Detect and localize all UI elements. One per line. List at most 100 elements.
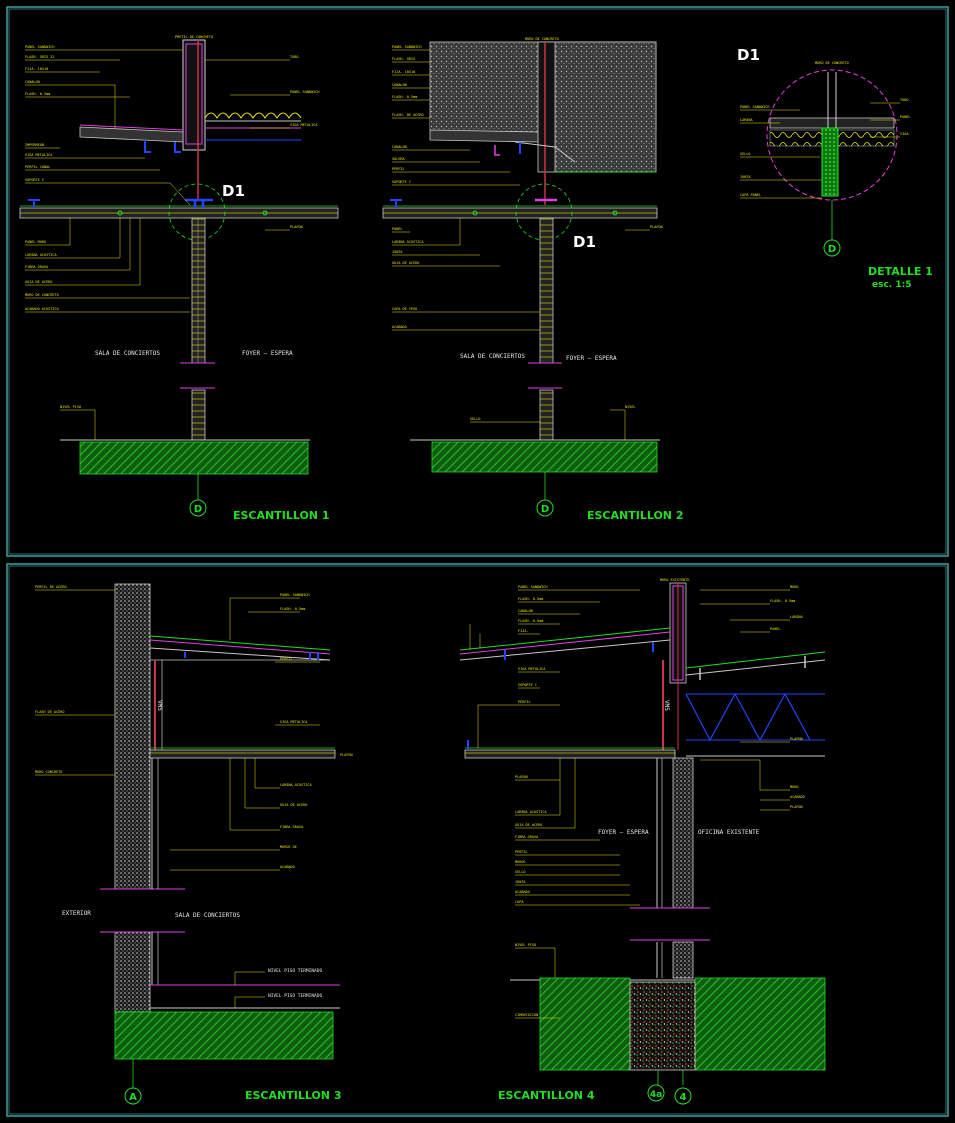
svg-text:ACABADO: ACABADO xyxy=(790,795,805,799)
svg-text:PERFIL: PERFIL xyxy=(515,850,528,854)
svg-text:MUROS DE: MUROS DE xyxy=(280,845,297,849)
section-3-title: ESCANTILLON 3 xyxy=(245,1089,342,1102)
svg-text:MURO DE CONCRETO: MURO DE CONCRETO xyxy=(525,37,559,41)
svg-text:PANEL SANDWICH: PANEL SANDWICH xyxy=(290,90,320,94)
svg-text:VIGA: VIGA xyxy=(900,132,909,136)
svg-text:PLAFON: PLAFON xyxy=(650,225,663,229)
svg-text:PLAFON: PLAFON xyxy=(515,775,528,779)
detail-1-grid-bubble xyxy=(823,239,841,257)
section-3-level-1: NIVEL PISO TERMINADO xyxy=(268,968,322,974)
svg-text:NIVEL PISO: NIVEL PISO xyxy=(515,943,536,947)
svg-text:PERFIL: PERFIL xyxy=(392,167,405,171)
svg-text:NIVEL: NIVEL xyxy=(625,405,636,409)
svg-text:SELLO: SELLO xyxy=(515,870,526,874)
section-2-room-left: SALA DE CONCIERTOS xyxy=(460,353,525,360)
section-1-title: ESCANTILLON 1 xyxy=(233,509,330,522)
svg-text:TUBO: TUBO xyxy=(290,55,298,59)
section-3-room-right: SALA DE CONCIERTOS xyxy=(175,912,240,919)
section-1-detail-tag: D1 xyxy=(222,182,245,200)
svg-text:PANEL SANDWICH: PANEL SANDWICH xyxy=(392,45,422,49)
svg-text:PANEL: PANEL xyxy=(900,115,911,119)
detail-1-scale: esc. 1:5 xyxy=(872,280,911,290)
svg-text:LAMINA ACUSTICA: LAMINA ACUSTICA xyxy=(515,810,548,814)
svg-text:PERFIL: PERFIL xyxy=(280,657,293,661)
svg-text:VIGA METALICA: VIGA METALICA xyxy=(518,667,546,671)
section-4-grid-axis-2: 4 xyxy=(680,1092,687,1103)
section-2-title: ESCANTILLON 2 xyxy=(587,509,684,522)
svg-text:SOLERA: SOLERA xyxy=(392,157,406,161)
section-4-title: ESCANTILLON 4 xyxy=(498,1089,595,1102)
svg-text:FLASH. 0.5mm: FLASH. 0.5mm xyxy=(392,95,417,99)
svg-text:MURO: MURO xyxy=(790,785,798,789)
svg-text:SOPORTE C: SOPORTE C xyxy=(518,683,537,687)
top-panel-frame xyxy=(6,6,949,557)
detail-1-title: DETALLE 1 xyxy=(868,265,933,278)
svg-text:FIJA. 10X10: FIJA. 10X10 xyxy=(392,70,415,74)
svg-text:TUBO: TUBO xyxy=(900,98,908,102)
svg-text:GUIA DE ACERO: GUIA DE ACERO xyxy=(280,803,307,807)
svg-text:MURO CONCRETO: MURO CONCRETO xyxy=(35,770,62,774)
svg-text:CANALON: CANALON xyxy=(392,145,407,149)
svg-text:PANEL SANDWICH: PANEL SANDWICH xyxy=(25,45,55,49)
svg-text:SOPORTE C: SOPORTE C xyxy=(25,178,44,182)
svg-text:GUIA DE ACERO: GUIA DE ACERO xyxy=(515,823,542,827)
svg-text:PRETIL DE CONCRETO: PRETIL DE CONCRETO xyxy=(175,35,213,39)
svg-text:VIGA METALICA: VIGA METALICA xyxy=(280,720,308,724)
svg-text:GUIA DE ACERO: GUIA DE ACERO xyxy=(25,280,52,284)
svg-text:GUIA DE ACERO: GUIA DE ACERO xyxy=(392,261,419,265)
svg-text:MURO DE CONCRETO: MURO DE CONCRETO xyxy=(815,61,849,65)
section-3-grid-axis: A xyxy=(129,1092,137,1103)
svg-text:PANEL: PANEL xyxy=(392,227,403,231)
svg-text:LAMINA ACUSTICA: LAMINA ACUSTICA xyxy=(392,240,425,244)
svg-text:LAMINA ACUSTICA: LAMINA ACUSTICA xyxy=(25,253,58,257)
section-1-drawing: PANEL SANDWICH FLASH. GRIS 22 FIJA. 10X1… xyxy=(19,35,339,522)
section-1-room-right: FOYER – ESPERA xyxy=(242,350,293,357)
svg-text:PLAFON: PLAFON xyxy=(790,737,803,741)
svg-text:MUROS: MUROS xyxy=(515,860,526,864)
svg-text:PERFIL: PERFIL xyxy=(518,700,531,704)
section-1-grid-axis: D xyxy=(194,504,202,515)
svg-text:FLASH. 0.5mm: FLASH. 0.5mm xyxy=(25,92,50,96)
svg-text:LAMINA: LAMINA xyxy=(740,118,754,122)
svg-text:PLAFON: PLAFON xyxy=(340,753,353,757)
svg-text:IMPERMEAB.: IMPERMEAB. xyxy=(25,143,46,147)
svg-text:MURO: MURO xyxy=(790,585,798,589)
svg-text:FIJA. 10X10: FIJA. 10X10 xyxy=(25,67,48,71)
section-1-room-left: SALA DE CONCIERTOS xyxy=(95,350,160,357)
svg-text:FLASH. 0.5mm: FLASH. 0.5mm xyxy=(280,607,305,611)
section-2-room-right: FOYER – ESPERA xyxy=(566,355,617,362)
svg-text:ACABADO: ACABADO xyxy=(280,865,295,869)
svg-text:PERFIL CANAL: PERFIL CANAL xyxy=(25,165,50,169)
section-4-drawing: VM5 xyxy=(459,578,826,1105)
section-3-level-2: NIVEL PISO TERMINADO xyxy=(268,993,322,999)
svg-text:PANEL SANDWICH: PANEL SANDWICH xyxy=(740,105,770,109)
svg-text:CANALON: CANALON xyxy=(518,609,533,613)
section-3-drawing: VM5 xyxy=(35,583,353,1105)
svg-text:NIVEL PISO: NIVEL PISO xyxy=(60,405,81,409)
svg-text:FLASH. 0.5mm: FLASH. 0.5mm xyxy=(518,619,543,623)
svg-text:FLASH. DE ACERO: FLASH. DE ACERO xyxy=(392,113,424,117)
svg-text:PANEL: PANEL xyxy=(770,627,781,631)
svg-text:SOPORTE C: SOPORTE C xyxy=(392,180,411,184)
svg-text:FLASH. GRIS 22: FLASH. GRIS 22 xyxy=(25,55,55,59)
svg-text:FIBRA GRAVA: FIBRA GRAVA xyxy=(280,825,304,829)
svg-text:SELLO: SELLO xyxy=(740,152,751,156)
svg-text:FLASH. 0.5mm: FLASH. 0.5mm xyxy=(770,599,795,603)
section-4-grid-axis-1: 4a xyxy=(650,1090,662,1100)
section-2-grid-bubble xyxy=(536,499,554,517)
section-4-grid-bubble-2 xyxy=(674,1087,692,1105)
svg-text:LAMINA ACUSTICA: LAMINA ACUSTICA xyxy=(280,783,313,787)
svg-text:ACABADO: ACABADO xyxy=(392,325,407,329)
svg-text:VM5: VM5 xyxy=(663,700,670,711)
svg-text:ACABADO: ACABADO xyxy=(515,890,530,894)
svg-text:PANEL MURO: PANEL MURO xyxy=(25,240,46,244)
detail-1-drawing: PANEL SANDWICH LAMINA SELLO JUNTA CAPA P… xyxy=(737,46,933,290)
svg-text:CANALON: CANALON xyxy=(25,80,40,84)
bottom-panel-frame xyxy=(6,563,949,1117)
svg-text:JUNTA: JUNTA xyxy=(740,175,751,179)
detail-1-tag: D1 xyxy=(737,46,760,64)
svg-text:PLAFON: PLAFON xyxy=(290,225,303,229)
svg-text:FLASH DE ACERO: FLASH DE ACERO xyxy=(35,710,65,714)
section-3-room-left: EXTERIOR xyxy=(62,910,91,917)
svg-text:PANEL SANDWICH: PANEL SANDWICH xyxy=(280,593,310,597)
